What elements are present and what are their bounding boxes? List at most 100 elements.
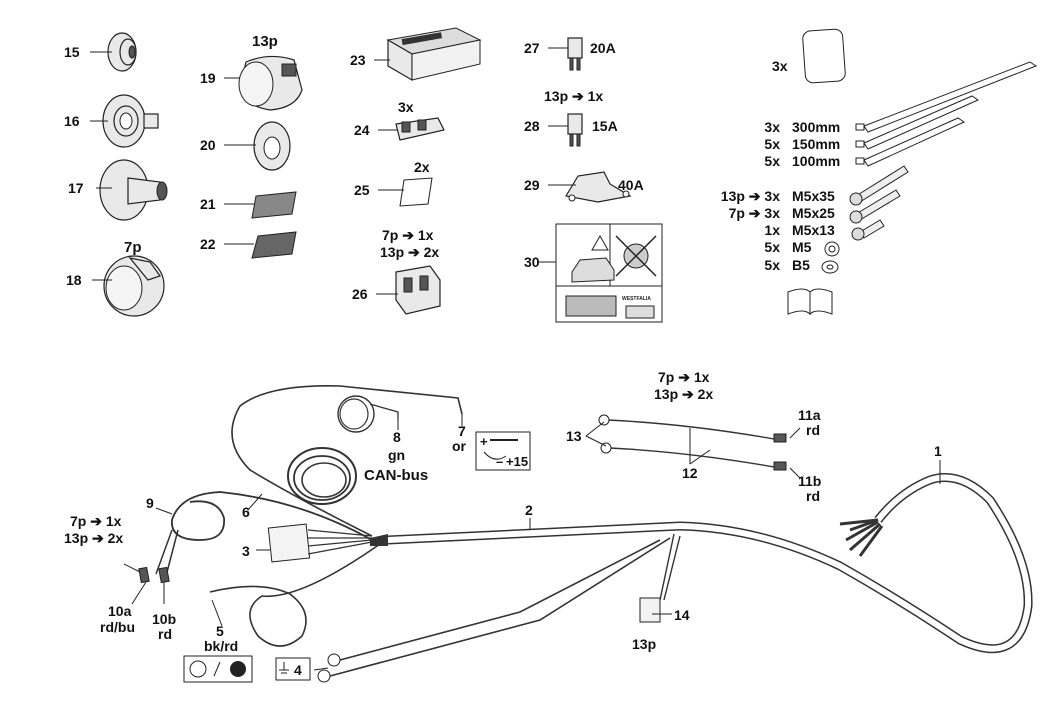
part-15-grommet: 15 [64,32,137,72]
label-c12: 12 [682,465,698,481]
part-28-fuse: 13p ➔ 1x 28 15A [524,88,618,147]
label-c1: 1 [934,443,942,459]
hardware-qty: 13p ➔ 3x [721,188,780,204]
label-17: 17 [68,180,84,196]
label-28-rating: 15A [592,118,618,134]
hardware-qty: 5x [764,257,780,273]
part-29-fuse: 29 40A [524,171,644,203]
hardware-qty: 5x [764,136,780,152]
label-c10b-color: rd [158,626,172,642]
screws-nuts [821,165,909,274]
label-c13: 13 [566,428,582,444]
label-c8: 8 [393,429,401,445]
label-24-qty: 3x [398,99,414,115]
label-pad-qty: 3x [772,58,788,74]
hardware-qty: 5x [764,153,780,169]
part-16-socket-base: 16 [64,94,159,148]
label-c12-qty7: 7p ➔ 1x [658,369,710,385]
hardware-spec: 100mm [792,153,840,169]
label-c8-color: gn [388,447,405,463]
wire-harness: + – +15 4 [123,385,1033,683]
hardware-qty: 7p ➔ 3x [729,205,781,221]
label-c4: 4 [294,662,302,678]
hardware-spec: 300mm [792,119,840,135]
label-27: 27 [524,40,540,56]
label-c11a: 11a [798,407,821,423]
label-c2: 2 [525,502,533,518]
hardware-spec: 150mm [792,136,840,152]
label-18-type: 7p [124,239,142,256]
part-17-gasket-boot: 17 [68,159,168,221]
label-27-rating: 20A [590,40,616,56]
label-23: 23 [350,52,366,68]
label-c10a-color: rd/bu [100,619,135,635]
label-26: 26 [352,286,368,302]
label-25: 25 [354,182,370,198]
label-16: 16 [64,113,80,129]
label-29: 29 [524,177,540,193]
manual-book-icon [787,288,833,316]
hardware-list: 3x 300mm 5x 150mm 5x 100mm 13p ➔ 3x M5x35 7p ➔ 3… [721,119,840,273]
label-c8-bus: CAN-bus [364,467,428,484]
label-19: 19 [200,70,216,86]
label-20: 20 [200,137,216,153]
label-26-qty7: 7p ➔ 1x [382,227,434,243]
hardware-spec: M5x13 [792,222,835,238]
label-c7-color: or [452,438,467,454]
hardware-spec: M5x25 [792,205,835,221]
label-26-qty13: 13p ➔ 2x [380,244,439,260]
hardware-spec: B5 [792,257,810,273]
label-c14-type: 13p [632,636,656,652]
hardware-spec: M5 [792,239,812,255]
label-c5: 5 [216,623,224,639]
part-20-gasket: 20 [200,121,291,171]
label-c12-qty13: 13p ➔ 2x [654,386,713,402]
hardware-qty: 3x [764,119,780,135]
label-15: 15 [64,44,80,60]
hardware-spec: M5x35 [792,188,835,204]
label-c9-qty13: 13p ➔ 2x [64,530,123,546]
part-21-pad: 21 [200,191,297,219]
label-c9-qty7: 7p ➔ 1x [70,513,122,529]
part-27-fuse: 27 20A [524,37,616,71]
label-24: 24 [354,122,370,138]
label-30: 30 [524,254,540,270]
part-22-pad: 22 [200,231,297,259]
label-c7: 7 [458,423,466,439]
hardware-qty: 1x [764,222,780,238]
label-c10b: 10b [152,611,176,627]
part-26-holder: 7p ➔ 1x 13p ➔ 2x 26 [352,227,441,315]
sticker-brand: WESTFALIA [622,296,651,302]
label-c11b-color: rd [806,488,820,504]
cable-ties [855,61,1038,167]
part-23-module: 23 [350,27,482,82]
label-18: 18 [66,272,82,288]
label-c3: 3 [242,543,250,559]
part-30-sticker: WESTFALIA 30 [524,223,663,323]
label-c11b: 11b [798,473,821,489]
label-c5-color: bk/rd [204,638,238,654]
part-24-clips: 3x 24 [354,99,445,141]
label-c11a-color: rd [806,422,820,438]
label-c10a: 10a [108,603,132,619]
label-22: 22 [200,236,216,252]
label-28-qty: 13p ➔ 1x [544,88,603,104]
label-25-qty: 2x [414,159,430,175]
label-28: 28 [524,118,540,134]
hardware-qty: 5x [764,239,780,255]
label-c9: 9 [146,495,154,511]
ign-15: +15 [506,454,528,469]
label-c14: 14 [674,607,690,623]
label-c6: 6 [242,504,250,520]
part-19-13p-socket: 13p 19 [200,33,303,111]
label-19-type: 13p [252,33,278,50]
ign-minus: – [496,454,503,469]
label-29-rating: 40A [618,177,644,193]
ign-plus: + [480,434,488,449]
part-18-7p-socket: 7p 18 [66,239,165,317]
part-25-tape: 2x 25 [354,159,433,207]
label-21: 21 [200,196,216,212]
part-adhesive-pad: 3x [772,28,846,84]
